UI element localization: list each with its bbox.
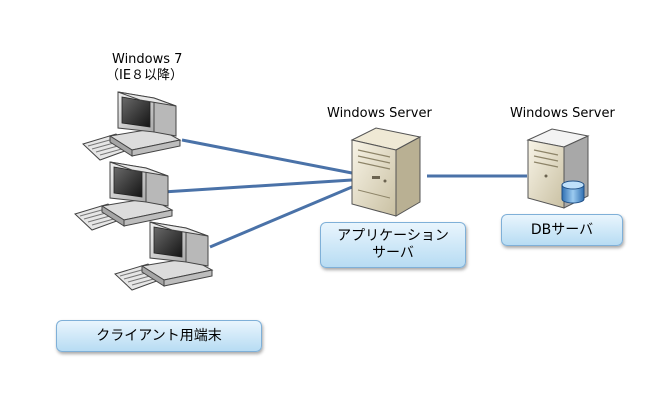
- app-server-icon: [350, 127, 422, 217]
- connection-lines: [162, 138, 527, 249]
- db-server-os-label: Windows Server: [510, 106, 615, 121]
- app-server-os-label: Windows Server: [327, 106, 432, 121]
- client-label-box: クライアント用端末: [56, 320, 262, 352]
- app-server-label-line2: サーバ: [372, 245, 414, 261]
- client-label: クライアント用端末: [96, 327, 222, 344]
- db-server-icon: [526, 128, 590, 209]
- client-os-label: Windows 7: [112, 52, 183, 67]
- db-server-label-box: DBサーバ: [501, 214, 623, 246]
- client-browser-label: （IE８以降）: [106, 68, 184, 83]
- app-server-label-box: アプリケーション サーバ: [320, 222, 466, 268]
- db-server-label: DBサーバ: [530, 221, 594, 238]
- link-client3-app: [209, 185, 353, 249]
- link-client2-app: [162, 178, 353, 194]
- app-server-label-line1: アプリケーション: [337, 228, 449, 244]
- link-client1-app: [181, 138, 353, 175]
